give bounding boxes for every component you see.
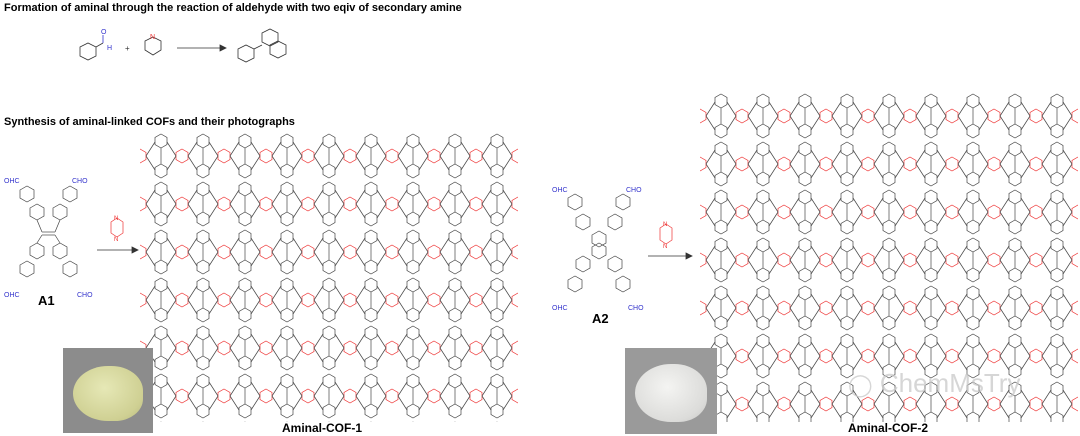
piperazine-linker <box>659 223 673 245</box>
monomer-a1-label: A1 <box>38 293 55 308</box>
aldehyde-group: OHC <box>4 178 20 185</box>
piperazine-linker <box>110 217 124 238</box>
aldehyde-group: OHC <box>552 305 568 312</box>
aminal-cof-1-photo <box>63 348 153 433</box>
aminal-reaction-scheme: O H + N <box>79 28 287 63</box>
piperidine-structure <box>144 36 162 56</box>
watermark: ◯ ChemMsTry <box>848 368 1020 399</box>
linker-n-atom: N <box>114 237 118 243</box>
monomer-a1-structure: OHC CHO OHC CHO N N <box>4 178 139 299</box>
aldehyde-group: OHC <box>4 292 20 299</box>
reaction-heading: Formation of aminal through the reaction… <box>4 2 462 14</box>
monomer-a2-label: A2 <box>592 311 609 326</box>
reaction-arrow <box>177 44 227 52</box>
white-powder <box>635 364 707 422</box>
aminal-cof-2-photo <box>625 348 717 434</box>
aminal-cof-2-network <box>700 92 1078 422</box>
aldehyde-group: OHC <box>552 187 568 194</box>
plus-sign: + <box>125 44 130 53</box>
aldehyde-group: CHO <box>628 305 644 312</box>
synthesis-arrow-2 <box>648 252 693 260</box>
aminal-product-structure <box>237 28 287 63</box>
aldehyde-group: CHO <box>626 187 642 194</box>
hydrogen-atom: H <box>107 45 112 52</box>
linker-n-atom: N <box>663 244 667 250</box>
monomer-a2-structure: OHC CHO OHC CHO N N <box>552 187 693 312</box>
aldehyde-group: CHO <box>77 292 93 299</box>
aminal-cof-2-label: Aminal-COF-2 <box>848 421 929 435</box>
benzaldehyde-structure <box>79 35 104 61</box>
wechat-icon: ◯ <box>848 372 873 397</box>
amine-n-atom: N <box>150 34 155 41</box>
linker-n-atom: N <box>663 222 667 228</box>
watermark-text: ChemMsTry <box>879 368 1021 398</box>
synthesis-heading: Synthesis of aminal-linked COFs and thei… <box>4 116 295 128</box>
linker-n-atom: N <box>114 216 118 222</box>
aminal-cof-1-label: Aminal-COF-1 <box>282 421 363 435</box>
aminal-cof-1-network <box>140 132 518 422</box>
yellow-powder <box>73 366 143 421</box>
synthesis-arrow-1 <box>97 246 139 254</box>
oxygen-atom: O <box>101 29 107 36</box>
aldehyde-group: CHO <box>72 178 88 185</box>
